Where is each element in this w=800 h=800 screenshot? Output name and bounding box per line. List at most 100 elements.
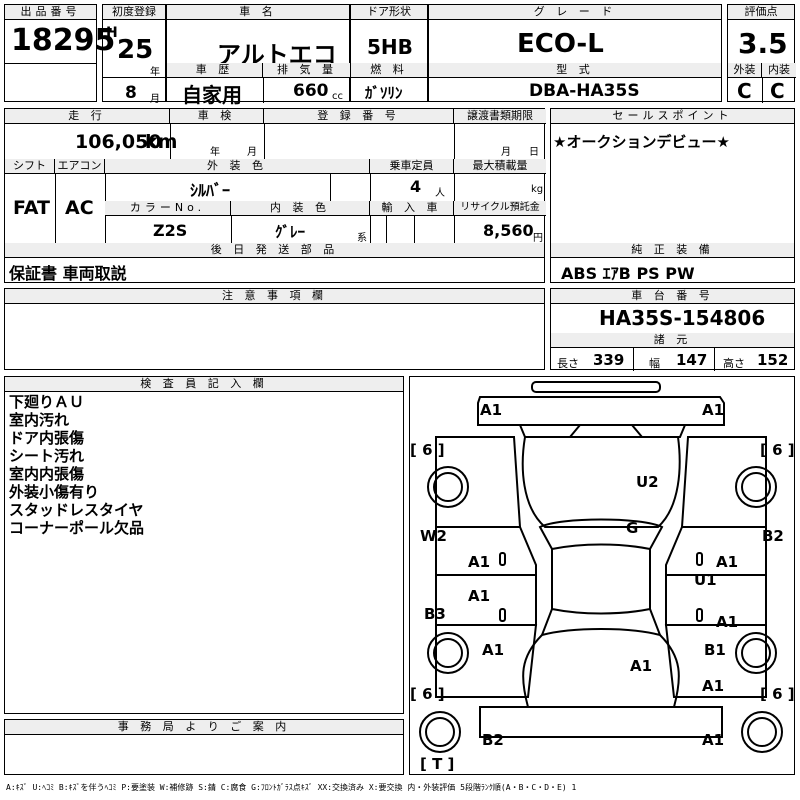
capacity-label: 乗車定員	[370, 159, 454, 174]
load-label: 最大積載量	[454, 159, 546, 174]
inspector-label: 検 査 員 記 入 欄	[5, 377, 403, 392]
car-name-label: 車 名	[167, 5, 349, 20]
grade-box: グ レ ー ド ECO-L 型 式 DBA-HA35S	[428, 4, 722, 102]
roof	[551, 549, 651, 615]
wheel-front-right	[735, 466, 777, 508]
damage-mark: U2	[636, 473, 659, 491]
capacity-unit: 人	[435, 188, 445, 199]
load-unit: kg	[531, 184, 544, 195]
later-parts-label: 後 日 発 送 部 品	[5, 243, 544, 258]
model-label: 型 式	[429, 63, 721, 78]
hood	[521, 436, 681, 528]
displacement: 660	[293, 81, 329, 101]
damage-mark: A1	[480, 401, 503, 419]
left-doors	[435, 526, 537, 626]
height: 152	[757, 351, 789, 369]
inspector-line: 室内内張傷	[9, 465, 85, 483]
car-outline	[419, 381, 783, 753]
history: 自家用	[182, 83, 242, 107]
interior-color: ｸﾞﾚｰ	[275, 223, 306, 241]
damage-mark: G	[626, 519, 639, 537]
lot-number-box: 出品番号 18295	[4, 4, 115, 102]
wheel-front-left	[427, 466, 469, 508]
interior-grade: C	[770, 79, 785, 103]
length: 339	[593, 351, 625, 369]
damage-mark: A1	[702, 401, 725, 419]
fuel-label: 燃 料	[351, 63, 427, 78]
color-no-label: カラーNo.	[105, 201, 231, 216]
wheel-spare-right	[741, 711, 783, 753]
inspector-line: 下廻りＡＵ	[9, 393, 85, 411]
inspector-line: 外装小傷有り	[9, 483, 100, 501]
transfer-month-unit: 月	[501, 147, 511, 158]
office-label: 事 務 局 よ り ご 案 内	[5, 720, 403, 735]
chassis-label: 車 台 番 号	[551, 289, 794, 304]
dims-label: 諸 元	[551, 333, 794, 347]
chassis-number: HA35S-154806	[599, 306, 766, 330]
inspector-line: シート汚れ	[9, 447, 85, 465]
ac-label: エアコン	[55, 159, 105, 174]
notes-label: 注 意 事 項 欄	[5, 289, 544, 304]
later-parts: 保証書 車両取説	[9, 264, 127, 283]
first-registration-label: 初度登録	[103, 5, 165, 20]
damage-mark: A1	[468, 553, 491, 571]
interior-label: 内装	[762, 63, 796, 78]
first-registration-box: 初度登録 H 25 年 8 月	[102, 4, 166, 105]
details-box: 走 行 車 検 登 録 番 号 譲渡書類期限 106,050 km 年 月 月 …	[4, 108, 546, 283]
front-bumper	[477, 396, 725, 426]
tire-rear-left: [ 6 ]	[410, 685, 445, 703]
width: 147	[676, 351, 708, 369]
rear-bumper	[479, 706, 723, 738]
front-lights	[519, 424, 686, 438]
inspector-line: スタッドレスタイヤ	[9, 501, 144, 519]
inspector-line: コーナーポール欠品	[9, 519, 145, 537]
mileage-unit: km	[145, 131, 178, 153]
import-label: 輸 入 車	[370, 201, 454, 216]
exterior-grade: C	[737, 79, 752, 103]
length-label: 長さ	[557, 357, 579, 370]
displacement-unit: cc	[332, 91, 343, 102]
width-label: 幅	[649, 357, 660, 370]
tire-rear-right: [ 6 ]	[760, 685, 795, 703]
chassis-box: 車 台 番 号 HA35S-154806 諸 元 長さ 339 幅 147 高さ…	[550, 288, 795, 371]
shift-label: シフト	[5, 159, 55, 174]
inspector-line: ドア内張傷	[9, 429, 85, 447]
tire-front-left: [ 6 ]	[410, 441, 445, 459]
registration-label: 登 録 番 号	[264, 109, 454, 124]
wheel-rear-left	[427, 632, 469, 674]
capacity: 4	[410, 177, 422, 196]
inspection-month-unit: 月	[247, 147, 257, 158]
mileage-label: 走 行	[5, 109, 170, 124]
office-box: 事 務 局 よ り ご 案 内	[4, 719, 404, 775]
color-label: 外 装 色	[105, 159, 370, 174]
color-no: Z2S	[153, 221, 188, 240]
tire-front-right: [ 6 ]	[760, 441, 795, 459]
damage-mark: U1	[694, 571, 717, 589]
car-name-box: 車 名 アルトエコ 車 歴 排 気 量 自家用 660 cc	[166, 4, 351, 107]
door-type: 5HB	[367, 35, 413, 59]
damage-mark: A1	[716, 553, 739, 571]
sales-point-label: セールスポイント	[551, 109, 794, 124]
registration-month: 8	[125, 83, 137, 103]
notes-box: 注 意 事 項 欄	[4, 288, 545, 370]
era: H	[106, 25, 118, 41]
history-label: 車 歴	[167, 63, 263, 78]
recycle-unit: 円	[533, 233, 543, 244]
inspection-year-unit: 年	[210, 147, 220, 158]
damage-diagram: [ 6 ] [ 6 ] [ 6 ] [ 6 ] [ T ] A1 A1 U2 G…	[409, 376, 795, 775]
damage-mark: A1	[482, 641, 505, 659]
score: 3.5	[738, 27, 788, 60]
grade: ECO-L	[517, 29, 604, 59]
exterior-label: 外装	[728, 63, 762, 78]
score-box: 評価点 3.5 外装 内装 C C	[727, 4, 796, 103]
damage-mark: W2	[420, 527, 447, 545]
tire-spare: [ T ]	[420, 755, 455, 773]
inspector-box: 検 査 員 記 入 欄 下廻りＡＵ 室内汚れ ドア内張傷 シート汚れ 室内内張傷…	[4, 376, 404, 714]
mileage: 106,050	[75, 131, 162, 153]
damage-mark: B2	[482, 731, 504, 749]
exterior-color: ｼﾙﾊﾞｰ	[190, 181, 231, 200]
fuel: ｶﾞｿﾘﾝ	[365, 84, 403, 102]
height-label: 高さ	[723, 357, 745, 370]
damage-mark: A1	[716, 613, 739, 631]
ac: AC	[65, 197, 94, 219]
